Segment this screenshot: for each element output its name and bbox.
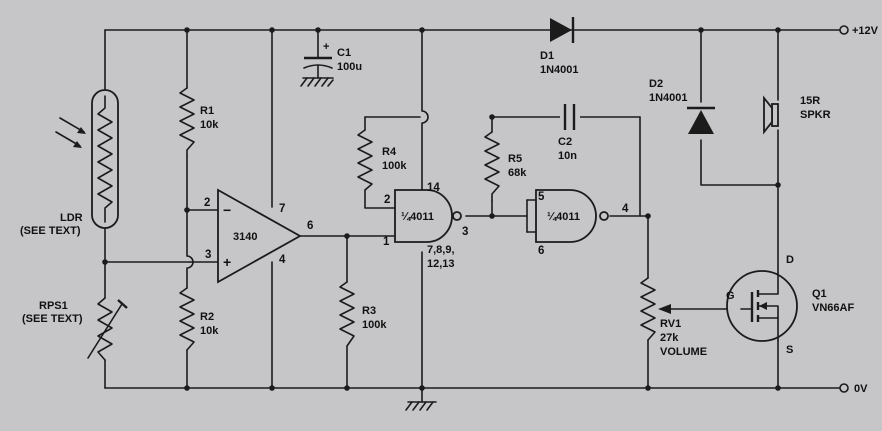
r4: R4 100k [357, 129, 407, 191]
r5: R5 68k [484, 131, 527, 201]
c1: + C1 100u [300, 41, 362, 87]
ground-terminal: 0V [839, 383, 868, 395]
positive-terminal: +12V [839, 25, 879, 37]
opamp-pin-inv: 2 [204, 197, 210, 209]
r1-label: R1 [200, 105, 214, 117]
speaker-value: SPKR [800, 109, 831, 121]
d2-diode-icon [688, 110, 714, 134]
d1-diode-icon [550, 18, 572, 42]
rps1: RPS1 (SEE TEXT) [22, 297, 128, 361]
r5-label: R5 [508, 153, 522, 165]
rv1-value: 27k [660, 332, 679, 344]
gate1-ground-pins-2: 12,13 [427, 258, 455, 270]
opamp-pin-noninv: 3 [205, 249, 211, 261]
c2-label: C2 [558, 136, 572, 148]
r4-label: R4 [382, 146, 397, 158]
ldr: LDR (SEE TEXT) [20, 89, 119, 237]
noninverting-sign: + [223, 254, 231, 270]
gate1-ground-pins-1: 7,8,9, [427, 244, 455, 256]
ground-rail-label: 0V [854, 383, 868, 395]
light-arrows-icon [55, 117, 86, 148]
r2-label: R2 [200, 311, 214, 323]
gate1-pin-vdd: 14 [427, 182, 440, 194]
ldr-note: (SEE TEXT) [20, 225, 81, 237]
d1-value: 1N4001 [540, 64, 579, 76]
c1-value: 100u [337, 61, 362, 73]
c2-value: 10n [558, 150, 577, 162]
speaker: 15R SPKR [763, 95, 831, 135]
q1-label: Q1 [812, 288, 827, 300]
q1-source-label: S [786, 344, 793, 356]
gate2-pin-out: 4 [622, 203, 629, 215]
junctions [102, 27, 781, 391]
gate1-label: ¼4011 [401, 211, 434, 223]
wiper-arrow-icon [658, 304, 671, 314]
d2: D2 1N4001 [649, 78, 715, 134]
d2-value: 1N4001 [649, 92, 688, 104]
gate2-pin-a: 5 [538, 191, 545, 203]
rv1: RV1 27k VOLUME [640, 277, 707, 358]
r3-label: R3 [362, 305, 376, 317]
gate1-pin-a: 2 [384, 194, 390, 206]
d1-label: D1 [540, 50, 554, 62]
q1-drain-label: D [786, 254, 794, 266]
gate1-pin-out: 3 [462, 226, 468, 238]
r2: R2 10k [179, 287, 219, 351]
ldr-label: LDR [60, 212, 83, 224]
nand-gate-1: ¼4011 2 1 3 14 7,8,9, 12,13 [383, 182, 468, 270]
opamp-3140: − + 3140 2 3 7 4 6 [204, 188, 313, 284]
rps1-note: (SEE TEXT) [22, 313, 83, 325]
r1: R1 10k [179, 87, 219, 157]
r2-value: 10k [200, 325, 219, 337]
q1-value: VN66AF [812, 302, 854, 314]
positive-rail-label: +12V [852, 25, 879, 37]
opamp-label: 3140 [233, 231, 257, 243]
c1-polarity: + [323, 41, 329, 53]
q1-mosfet: G D S Q1 VN66AF [726, 254, 854, 356]
gate2-pin-b: 6 [538, 245, 544, 257]
r1-value: 10k [200, 119, 219, 131]
nand-gate-2: ¼4011 5 6 4 [535, 189, 629, 257]
wiring [104, 29, 841, 403]
r4-value: 100k [382, 160, 407, 172]
r3-value: 100k [362, 319, 387, 331]
inverting-sign: − [223, 202, 231, 218]
speaker-label: 15R [800, 95, 820, 107]
rps1-label: RPS1 [39, 300, 68, 312]
ground-symbol-icon [405, 401, 437, 411]
q1-gate-label: G [726, 290, 735, 302]
gate2-label: ¼4011 [547, 211, 580, 223]
d1: D1 1N4001 [540, 17, 579, 76]
gate1-pin-b: 1 [383, 236, 390, 248]
c1-label: C1 [337, 47, 351, 59]
rv1-function: VOLUME [660, 346, 707, 358]
c2: C2 10n [558, 102, 580, 162]
opamp-pin-gnd: 4 [279, 254, 286, 266]
opamp-pin-out: 6 [307, 220, 313, 232]
rv1-label: RV1 [660, 318, 681, 330]
r3: R3 100k [339, 281, 387, 347]
d2-label: D2 [649, 78, 663, 90]
r5-value: 68k [508, 167, 527, 179]
opamp-pin-vplus: 7 [279, 203, 285, 215]
